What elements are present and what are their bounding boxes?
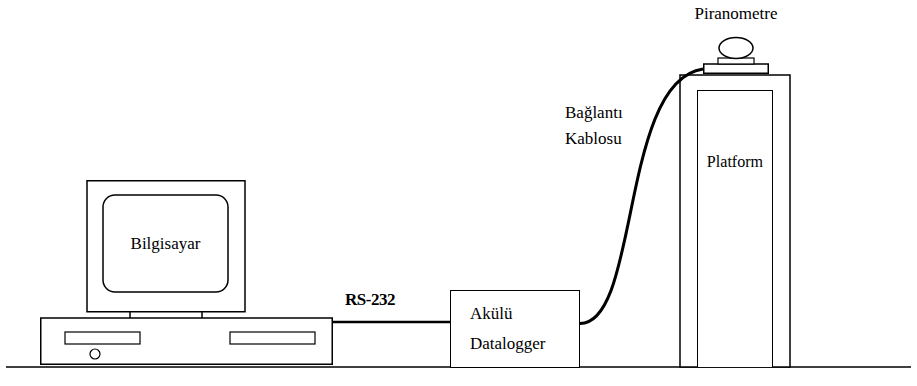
base-unit bbox=[41, 318, 333, 364]
pyranometer-drawing bbox=[703, 36, 769, 74]
computer-drawing bbox=[40, 180, 333, 365]
screen-area: Bilgisayar bbox=[103, 195, 228, 292]
node-label: Platform bbox=[698, 153, 772, 171]
serial-cable bbox=[333, 321, 450, 324]
monitor-foot bbox=[201, 312, 203, 318]
node-label: Piranometre bbox=[694, 4, 777, 24]
interface-label: RS-232 bbox=[345, 290, 395, 310]
drive-slot bbox=[65, 332, 140, 344]
screen bbox=[103, 195, 228, 292]
cable-label: Bağlantı Kablosu bbox=[565, 100, 637, 152]
datalogger-box: Akülü Datalogger bbox=[450, 290, 580, 368]
power-button bbox=[90, 349, 100, 359]
sensor-plate bbox=[704, 64, 769, 73]
monitor bbox=[87, 181, 245, 312]
node-label: Bilgisayar bbox=[131, 234, 201, 254]
platform-frame bbox=[680, 75, 790, 367]
glass-dome bbox=[719, 38, 753, 59]
pyranometer: Piranometre bbox=[703, 36, 769, 74]
computer: Bilgisayar bbox=[40, 180, 333, 365]
platform-box: Platform bbox=[697, 90, 773, 367]
monitor-foot bbox=[129, 312, 131, 318]
drive-slot bbox=[230, 332, 315, 344]
node-label: Akülü Datalogger bbox=[470, 299, 555, 359]
